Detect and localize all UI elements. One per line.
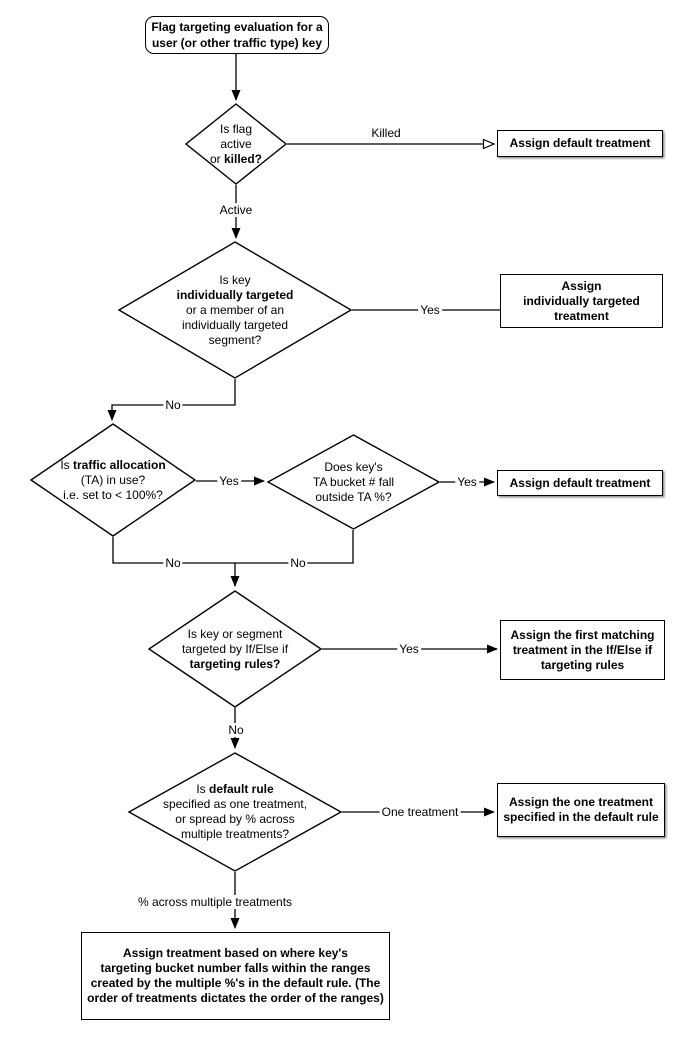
edge-label-no-individual: No	[163, 398, 183, 412]
decision-individual-line3: or a member of an	[185, 302, 285, 317]
decision-rules-line2: targeted by If/Else if	[181, 641, 289, 656]
decision-individual-line5: segment?	[208, 332, 262, 347]
diamond-shape	[29, 423, 197, 537]
outcome-first-matching-line2: treatment in the If/Else if	[512, 642, 653, 657]
outcome-individual-line2: individually targeted	[523, 293, 640, 308]
outcome-percentage-line4: order of treatments dictates the order o…	[87, 991, 384, 1005]
edge-label-active: Active	[217, 203, 255, 217]
outcome-percentage-line3: created by the multiple %'s in the defau…	[90, 976, 381, 990]
outcome-one-treatment-line2: specified in the default rule	[503, 810, 659, 824]
decision-ta-line2: (TA) in use?	[80, 472, 146, 487]
decision-bucket-line3: outside TA %?	[315, 489, 392, 504]
decision-flag-line3-pre: or	[209, 151, 224, 166]
decision-bucket-line2: TA bucket # fall	[312, 474, 395, 489]
diamond-shape	[266, 434, 441, 530]
outcome-default-ta-label: Assign default treatment	[509, 475, 651, 490]
edge-label-killed: Killed	[369, 126, 403, 140]
decision-rules-line1: Is key or segment	[187, 626, 283, 641]
decision-ta-line1-bold: traffic allocation	[72, 457, 166, 472]
start-node-line1: Flag targeting evaluation for a	[151, 20, 323, 34]
decision-default-rule: Is default rule specified as one treatme…	[127, 752, 343, 872]
outcome-one-treatment: Assign the one treatment specified in th…	[497, 783, 665, 837]
decision-individual-target: Is key individually targeted or a member…	[117, 241, 353, 379]
edge-label-yes-outside-ta: Yes	[455, 475, 479, 489]
decision-ta-bucket: Does key's TA bucket # fall outside TA %…	[266, 434, 441, 530]
diamond-shape	[147, 590, 323, 708]
edge-label-yes-individual: Yes	[418, 303, 442, 317]
outcome-default-killed-label: Assign default treatment	[509, 136, 651, 150]
edge-label-yes-rules: Yes	[397, 642, 421, 656]
edge-label-no-ta: No	[163, 556, 183, 570]
edge-label-no-inside-ta: No	[288, 556, 308, 570]
edge-no-inside-ta	[235, 530, 354, 564]
outcome-percentage-line1: Assign treatment based on where key's	[123, 946, 348, 960]
outcome-first-matching-line3: targeting rules	[540, 657, 625, 672]
outcome-individual-line3: treatment	[554, 308, 609, 323]
decision-flag-line1: Is flag	[219, 121, 252, 136]
decision-default-rule-line1-pre: Is	[196, 782, 209, 796]
edge-label-one-treatment: One treatment	[379, 805, 461, 819]
decision-flag-status: Is flag active or killed?	[184, 103, 288, 185]
decision-individual-line1: Is key	[219, 272, 251, 287]
decision-default-rule-line2: specified as one treatment,	[162, 797, 308, 811]
start-node: Flag targeting evaluation for a user (or…	[145, 16, 329, 54]
outcome-percentage-line2: targeting bucket number falls within the…	[100, 961, 371, 975]
diamond-shape	[117, 241, 353, 379]
edge-label-yes-ta-in-use: Yes	[217, 474, 241, 488]
edge-label-multiple-treatments: % across multiple treatments	[135, 895, 295, 909]
decision-targeting-rules: Is key or segment targeted by If/Else if…	[147, 590, 323, 708]
outcome-default-treatment-ta: Assign default treatment	[497, 470, 663, 496]
outcome-first-matching: Assign the first matching treatment in t…	[500, 620, 665, 680]
edge-label-no-rules: No	[226, 723, 246, 737]
decision-ta-line1-pre: Is	[60, 457, 73, 472]
outcome-individually-targeted: Assign individually targeted treatment	[500, 274, 663, 328]
diamond-shape	[184, 103, 288, 185]
outcome-individual-line1: Assign	[561, 278, 602, 293]
decision-individual-line2-bold: individually targeted	[176, 287, 294, 302]
outcome-one-treatment-line1: Assign the one treatment	[508, 795, 654, 809]
start-node-line2: user (or other traffic type) key	[151, 36, 323, 50]
decision-default-rule-line1-bold: default rule	[208, 782, 274, 796]
outcome-first-matching-line1: Assign the first matching	[510, 627, 655, 642]
decision-rules-line3-bold: targeting rules?	[189, 656, 281, 671]
decision-default-rule-line4: multiple treatments?	[180, 827, 290, 841]
decision-ta-line3: i.e. set to < 100%?	[63, 487, 163, 502]
decision-flag-line2: active	[220, 136, 252, 151]
decision-individual-line4: individually targeted	[181, 317, 289, 332]
outcome-default-treatment-killed: Assign default treatment	[497, 130, 663, 157]
decision-traffic-allocation: Is traffic allocation (TA) in use? i.e. …	[29, 423, 197, 537]
decision-default-rule-line3: or spread by % across	[175, 812, 295, 826]
diamond-shape	[127, 752, 343, 872]
decision-bucket-line1: Does key's	[324, 459, 383, 474]
outcome-percentage-ranges: Assign treatment based on where key's ta…	[81, 932, 390, 1020]
decision-flag-line3-bold: killed?	[224, 151, 263, 166]
